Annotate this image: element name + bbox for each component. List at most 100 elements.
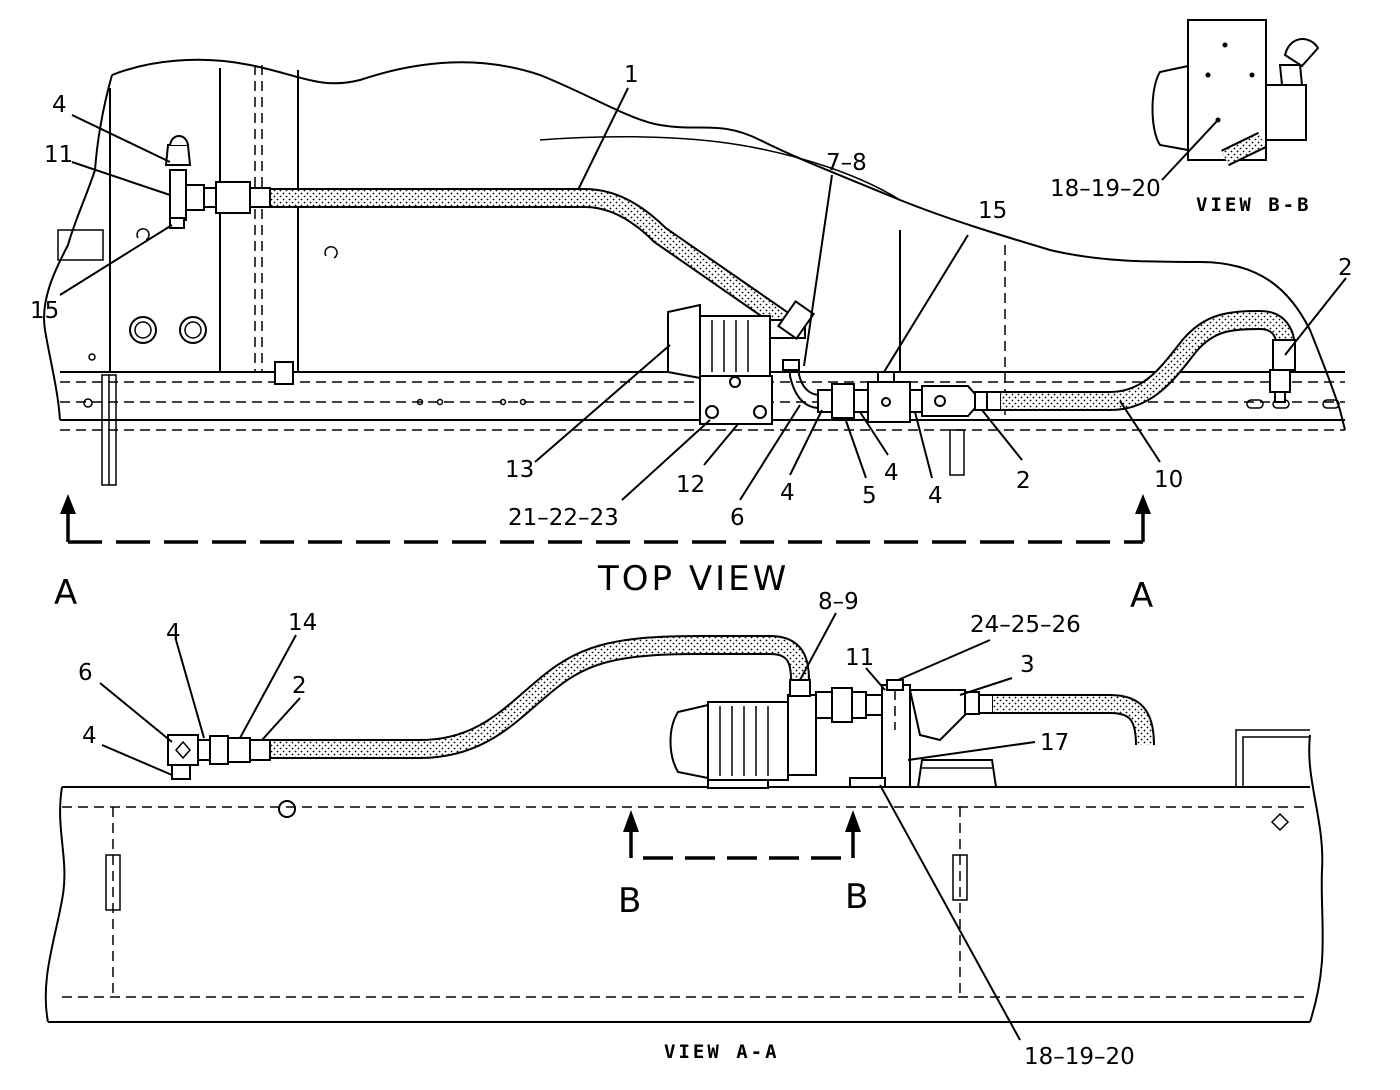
- callout-4: 4: [928, 483, 943, 509]
- leader-line: [865, 667, 886, 691]
- leader-line: [897, 639, 991, 681]
- frame-hole: [83, 398, 93, 408]
- callout-2: 2: [1016, 468, 1031, 494]
- callout-2: 2: [292, 673, 307, 699]
- leader-line: [1161, 119, 1219, 181]
- pump-motor-13: [699, 315, 771, 377]
- section-line-b: [629, 828, 855, 860]
- callout-2: 2: [1338, 255, 1353, 281]
- pump-motor-cap: [667, 303, 701, 380]
- frame-inner-wave: [539, 135, 901, 201]
- frame-left-break: [43, 74, 113, 421]
- fitting-2-right-tip: [1274, 391, 1286, 403]
- hose-10-fill: [1001, 311, 1294, 409]
- plug-15: [169, 217, 185, 229]
- leader-line: [883, 234, 969, 373]
- strainer: [921, 385, 976, 417]
- section-arrow-a-right: [1135, 494, 1151, 514]
- fitting-4: [853, 389, 869, 413]
- section-a-right-label: A: [1130, 576, 1156, 616]
- leader-line: [261, 697, 301, 741]
- aa-fitting: [978, 694, 994, 714]
- leader-line: [71, 161, 171, 196]
- aa-diamond: [1270, 812, 1290, 832]
- leader-line: [981, 409, 1023, 461]
- view-aa-caption: VIEW A-A: [664, 1041, 780, 1063]
- aa-bracket: [1235, 729, 1310, 787]
- frame-slot: [1246, 399, 1264, 409]
- section-b-left-label: B: [618, 881, 644, 921]
- aa-fitting-4: [171, 764, 191, 780]
- fitting: [203, 187, 217, 208]
- aa-fitting-8-9: [789, 679, 811, 697]
- aa-fitting-2: [249, 739, 271, 761]
- leader-line: [99, 682, 173, 743]
- callout-8-9: 8–9: [818, 589, 859, 615]
- callout-24-25-26: 24–25–26: [970, 612, 1081, 638]
- leader-line: [175, 639, 205, 739]
- callout-11: 11: [845, 645, 874, 671]
- callout-7-8: 7–8: [826, 150, 867, 176]
- bb-elbow-top: [1283, 38, 1320, 68]
- hose-1-fill: [270, 190, 795, 332]
- tee-fitting-11: [169, 169, 187, 221]
- bb-elbow: [1278, 64, 1304, 86]
- frame-clip: [324, 246, 338, 259]
- aa-motor: [707, 701, 789, 781]
- aa-tank-cap: [916, 759, 998, 788]
- cap-4-top: [169, 135, 189, 146]
- callout-10: 10: [1154, 467, 1183, 493]
- callout-18-19-20: 18–19–20: [1024, 1044, 1135, 1070]
- aa-hole: [278, 800, 296, 818]
- frame-hole: [179, 316, 207, 344]
- aa-pump-base: [707, 779, 769, 789]
- strainer-port: [934, 395, 946, 407]
- bb-bolt: [1249, 72, 1255, 78]
- callout-4: 4: [166, 620, 181, 646]
- aa-elbow-6: [167, 734, 199, 766]
- fitting-body: [215, 181, 251, 214]
- frame-hole: [499, 398, 507, 406]
- leader-line: [789, 409, 823, 476]
- leader-line: [959, 677, 1013, 696]
- valve-port: [881, 397, 891, 407]
- bb-hose-fill: [1221, 133, 1266, 165]
- leader-line: [1284, 277, 1347, 356]
- leader-line: [914, 411, 933, 479]
- frame-hole: [129, 316, 157, 344]
- leader-line: [71, 114, 171, 163]
- fitting-nut: [249, 187, 271, 208]
- section-arrow-a-left: [60, 494, 76, 514]
- callout-21-22-23: 21–22–23: [508, 505, 619, 531]
- leader-line: [803, 174, 833, 367]
- bb-pump: [1265, 84, 1307, 141]
- aa-motor-cap: [669, 703, 709, 780]
- view-bb-caption: VIEW B-B: [1196, 194, 1312, 216]
- callout-6: 6: [730, 505, 745, 531]
- view-aa: [44, 635, 1324, 1023]
- captions: TOP VIEW A A B B VIEW B-B VIEW A-A: [54, 194, 1312, 1063]
- frame-block: [274, 361, 294, 385]
- leader-line: [1119, 400, 1161, 463]
- bb-bolt: [1205, 72, 1211, 78]
- aa-fitting: [851, 691, 867, 719]
- aa-bolt-24-25-26: [886, 679, 904, 691]
- aa-frame-break-left: [44, 786, 66, 1023]
- plug-15-top: [877, 371, 895, 383]
- callout-4: 4: [884, 460, 899, 486]
- leader-line: [577, 87, 629, 191]
- frame-post: [949, 429, 965, 476]
- fitting-4: [817, 389, 833, 413]
- aa-fitting: [865, 694, 883, 716]
- leader-line: [59, 224, 173, 296]
- leader-line: [879, 784, 1021, 1041]
- aa-fitting-14: [227, 737, 251, 763]
- aa-fitting: [815, 691, 833, 719]
- aa-post: [105, 854, 121, 911]
- leader-line: [907, 741, 1036, 761]
- callout-15: 15: [978, 198, 1007, 224]
- pump-mount-12: [699, 375, 773, 425]
- aa-bracket-17: [881, 684, 911, 788]
